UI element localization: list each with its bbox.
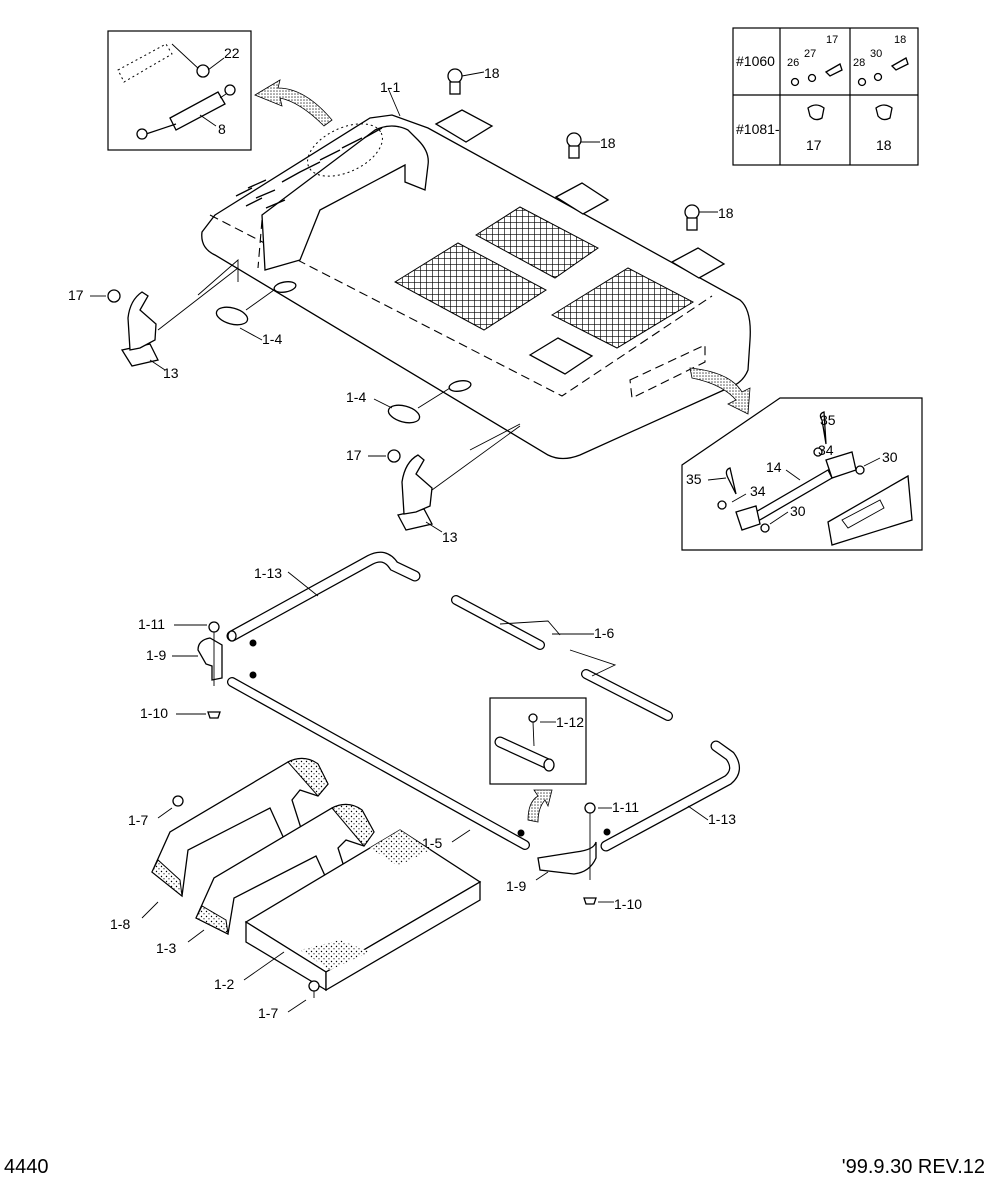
engine-cover-1-1 bbox=[201, 114, 751, 460]
callout-18: 18 bbox=[484, 65, 500, 81]
tube-1-13-upper: 1-13 bbox=[226, 551, 421, 647]
page-number: 4440 bbox=[4, 1156, 49, 1178]
linkage-inset: 35 35 14 34 34 30 30 bbox=[681, 397, 923, 551]
callout-34: 34 bbox=[818, 442, 834, 458]
row-label-1081: #1081- bbox=[736, 121, 780, 137]
callout-13: 13 bbox=[163, 365, 179, 381]
bracket-1-9-right: 1-11 1-9 1-10 bbox=[506, 799, 642, 912]
hinge-3: 18 bbox=[670, 204, 734, 279]
tube-1-5: 1-5 bbox=[227, 671, 530, 851]
table-28: 28 bbox=[853, 57, 865, 69]
mesh-panel-left bbox=[394, 242, 547, 331]
callout-1-7: 1-7 bbox=[128, 812, 148, 828]
callout-1-10: 1-10 bbox=[140, 705, 168, 721]
callout-18: 18 bbox=[600, 135, 616, 151]
lockwasher-icon bbox=[807, 73, 817, 83]
callout-1-1: 1-1 bbox=[380, 79, 400, 95]
lockwasher-icon bbox=[873, 72, 883, 82]
callout-1-11: 1-11 bbox=[138, 616, 165, 632]
callout-1-13: 1-13 bbox=[708, 811, 736, 827]
pad-1-4-b: 1-4 bbox=[346, 387, 451, 424]
callout-34: 34 bbox=[750, 483, 766, 499]
callout-1-11: 1-11 bbox=[612, 799, 639, 815]
tube-1-13-lower: 1-13 bbox=[600, 740, 740, 852]
table-18: 18 bbox=[894, 34, 906, 46]
callout-18: 18 bbox=[718, 205, 734, 221]
clip-nut-icon bbox=[807, 104, 825, 121]
callout-1-8: 1-8 bbox=[110, 916, 130, 932]
callout-1-12: 1-12 bbox=[556, 714, 584, 730]
callout-35: 35 bbox=[686, 471, 702, 487]
linkage-pointer-arrow bbox=[689, 367, 751, 415]
callout-1-13: 1-13 bbox=[254, 565, 282, 581]
callout-17: 17 bbox=[68, 287, 84, 303]
table-row2-17: 17 bbox=[806, 137, 822, 153]
latch-left: 17 13 bbox=[68, 267, 239, 381]
callout-17: 17 bbox=[346, 447, 362, 463]
exploded-parts-diagram: 22 8 #1060 #1081- 26 27 17 28 30 18 17 1… bbox=[68, 27, 923, 1021]
mesh-panel-right bbox=[550, 267, 695, 349]
seat-pad-1-2: 1-2 1-7 bbox=[214, 829, 482, 1021]
gas-spring-part bbox=[117, 43, 236, 140]
gas-spring-inset: 22 8 bbox=[107, 30, 252, 151]
clip-nut-icon bbox=[875, 104, 893, 121]
washer-icon bbox=[790, 77, 800, 87]
callout-1-9: 1-9 bbox=[146, 647, 166, 663]
hinge-1: 18 bbox=[434, 65, 500, 143]
table-27: 27 bbox=[804, 48, 816, 60]
washer-icon bbox=[857, 77, 867, 87]
callout-30: 30 bbox=[882, 449, 898, 465]
callout-14: 14 bbox=[766, 459, 782, 475]
revision-label: '99.9.30 REV.12 bbox=[841, 1156, 985, 1178]
callout-13: 13 bbox=[442, 529, 458, 545]
callout-1-4: 1-4 bbox=[262, 331, 282, 347]
table-17: 17 bbox=[826, 34, 838, 46]
callout-35: 35 bbox=[820, 412, 836, 428]
table-row2-18: 18 bbox=[876, 137, 892, 153]
callout-22: 22 bbox=[224, 45, 240, 61]
callout-1-3: 1-3 bbox=[156, 940, 176, 956]
bracket-1-9-left: 1-11 1-9 1-10 bbox=[138, 616, 223, 721]
tube-inset-pointer bbox=[527, 789, 553, 823]
callout-30: 30 bbox=[790, 503, 806, 519]
mesh-panel-top bbox=[475, 206, 599, 279]
row-label-1060: #1060 bbox=[736, 53, 775, 69]
callout-8: 8 bbox=[218, 121, 226, 137]
callout-1-4: 1-4 bbox=[346, 389, 366, 405]
inset-pointer-arrow bbox=[254, 79, 333, 127]
table-30: 30 bbox=[870, 48, 882, 60]
stay-rod-part bbox=[717, 411, 913, 546]
callout-1-6: 1-6 bbox=[594, 625, 614, 641]
vent-slots bbox=[235, 127, 383, 209]
hinge-2: 18 bbox=[554, 132, 616, 215]
callout-1-2: 1-2 bbox=[214, 976, 234, 992]
pad-1-4-a: 1-4 bbox=[215, 289, 282, 347]
callout-1-10: 1-10 bbox=[614, 896, 642, 912]
callout-1-9: 1-9 bbox=[506, 878, 526, 894]
bolt-icon bbox=[824, 63, 843, 77]
tube-1-12-inset: 1-12 bbox=[489, 697, 587, 785]
hardware-table: #1060 #1081- 26 27 17 28 30 18 17 18 bbox=[732, 27, 919, 166]
latch-right: 17 13 bbox=[346, 425, 521, 545]
bolt-icon bbox=[890, 57, 909, 71]
tube-1-6: 1-6 bbox=[451, 595, 673, 721]
callout-1-7: 1-7 bbox=[258, 1005, 278, 1021]
table-26: 26 bbox=[787, 57, 799, 69]
